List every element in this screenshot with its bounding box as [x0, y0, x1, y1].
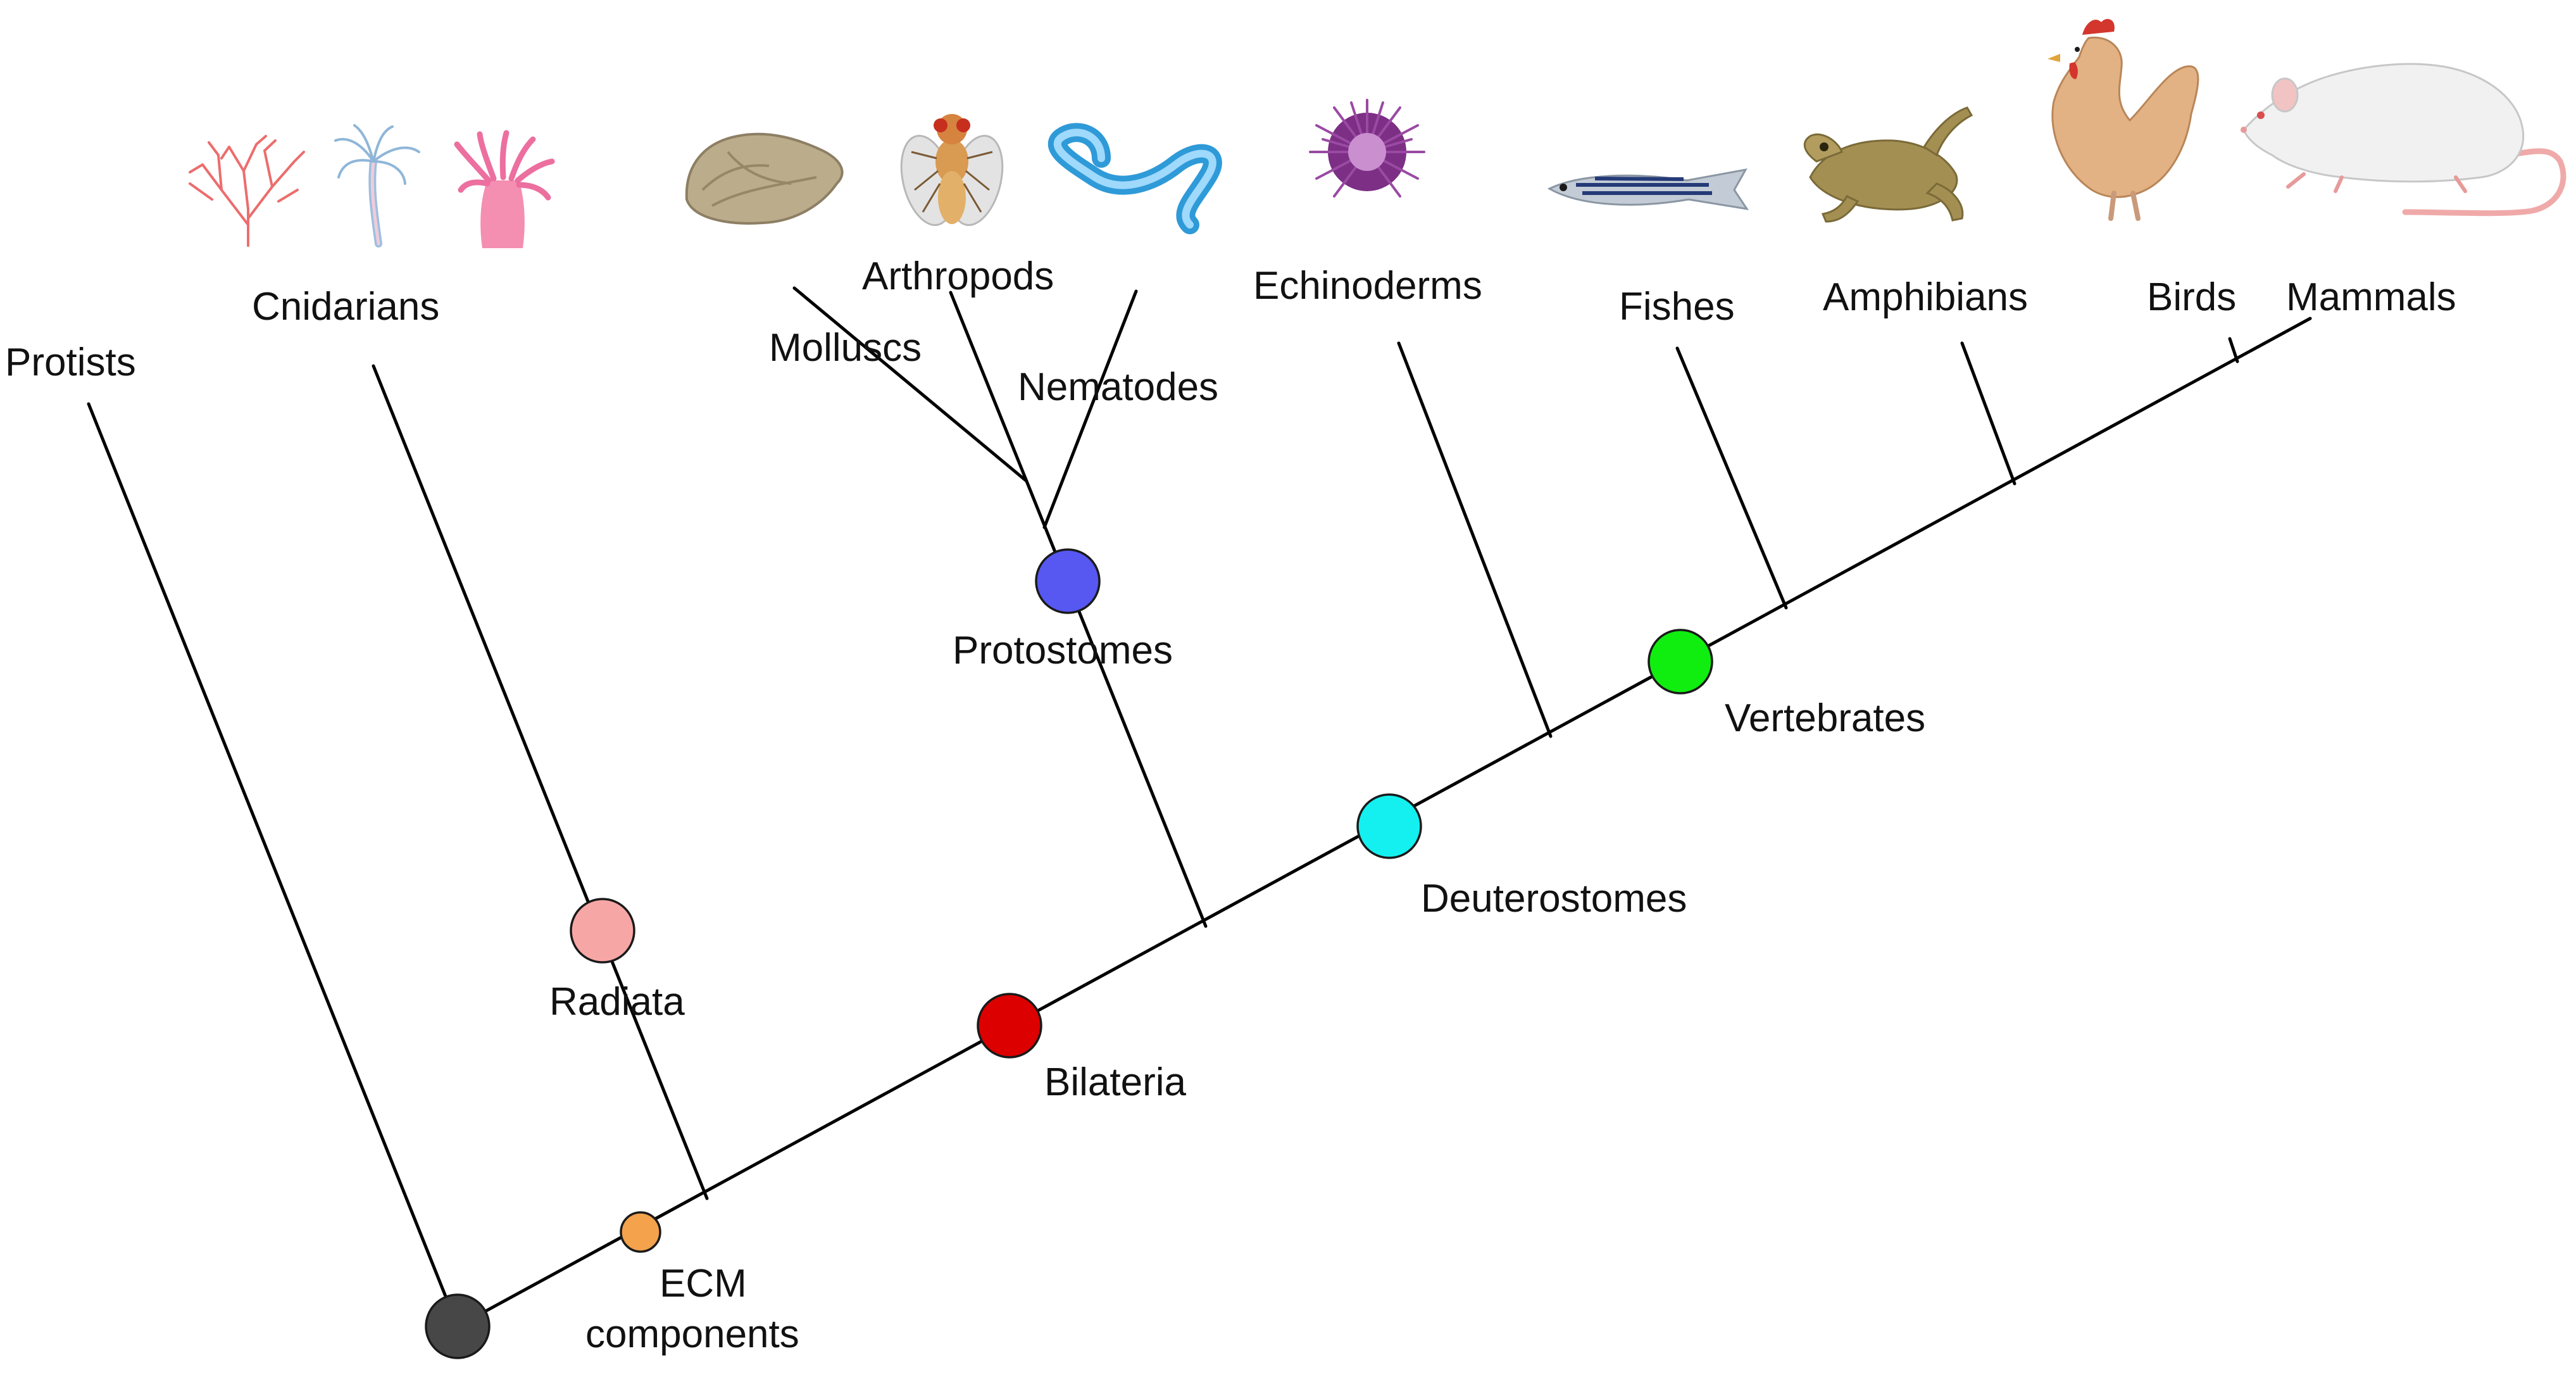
- label-molluscs: Molluscs: [769, 326, 922, 370]
- label-amphibians: Amphibians: [1823, 275, 2028, 319]
- label-protists: Protists: [5, 341, 136, 384]
- label-arthropods: Arthropods: [862, 255, 1054, 298]
- sea-fan-icon: [189, 135, 305, 247]
- branch-echinoderms: [1397, 341, 1553, 738]
- label-echinoderms: Echinoderms: [1253, 264, 1482, 308]
- label-ecm-line1: ECM: [660, 1262, 747, 1305]
- protostomes-node: [1035, 548, 1101, 614]
- zebrafish-icon: [1547, 168, 1749, 211]
- label-ecm-line2: components: [585, 1312, 799, 1356]
- tree-branches: [87, 286, 2312, 1328]
- sea-anemone-icon: [454, 130, 555, 248]
- label-nematodes: Nematodes: [1018, 365, 1218, 409]
- label-bilateria: Bilateria: [1044, 1060, 1187, 1104]
- branch-fishes: [1675, 346, 1788, 610]
- ecm-node: [620, 1211, 661, 1253]
- branch-nematodes: [1042, 289, 1138, 529]
- deuterostomes-node: [1356, 793, 1422, 859]
- oyster-icon: [685, 132, 844, 225]
- vertebrates-node: [1648, 629, 1713, 695]
- label-vertebrates: Vertebrates: [1725, 696, 1925, 740]
- organism-illustrations: [189, 19, 2567, 248]
- branch-protostomes: [1025, 479, 1208, 928]
- label-fishes: Fishes: [1619, 285, 1735, 329]
- branch-molluscs: [792, 286, 1029, 483]
- sea-urchin-icon: [1309, 99, 1425, 198]
- radiata-node: [570, 898, 635, 964]
- taxon-labels: Protists Cnidarians Arthropods Molluscs …: [5, 255, 2456, 409]
- clade-labels: Radiata Protostomes Bilateria Deuterosto…: [549, 629, 1925, 1356]
- bilateria-node: [977, 993, 1042, 1059]
- root-node: [425, 1293, 491, 1359]
- label-radiata: Radiata: [549, 980, 685, 1024]
- fruit-fly-icon: [900, 114, 1004, 226]
- label-mammals: Mammals: [2286, 275, 2456, 319]
- label-deuterostomes: Deuterostomes: [1421, 877, 1687, 921]
- frog-icon: [1803, 106, 1973, 223]
- label-birds: Birds: [2147, 275, 2236, 319]
- branch-arthropods: [949, 291, 1029, 483]
- nematode-icon: [1047, 123, 1222, 234]
- chicken-icon: [2048, 19, 2199, 221]
- hydra-icon: [334, 124, 420, 248]
- label-protostomes: Protostomes: [953, 629, 1173, 672]
- label-cnidarians: Cnidarians: [252, 285, 439, 329]
- branch-amphibians: [1960, 341, 2016, 486]
- branch-protists: [87, 402, 460, 1328]
- rat-icon: [2241, 63, 2567, 217]
- clade-nodes: [425, 548, 1713, 1359]
- branch-cnidarians: [372, 364, 709, 1200]
- branch-birds: [2228, 337, 2239, 363]
